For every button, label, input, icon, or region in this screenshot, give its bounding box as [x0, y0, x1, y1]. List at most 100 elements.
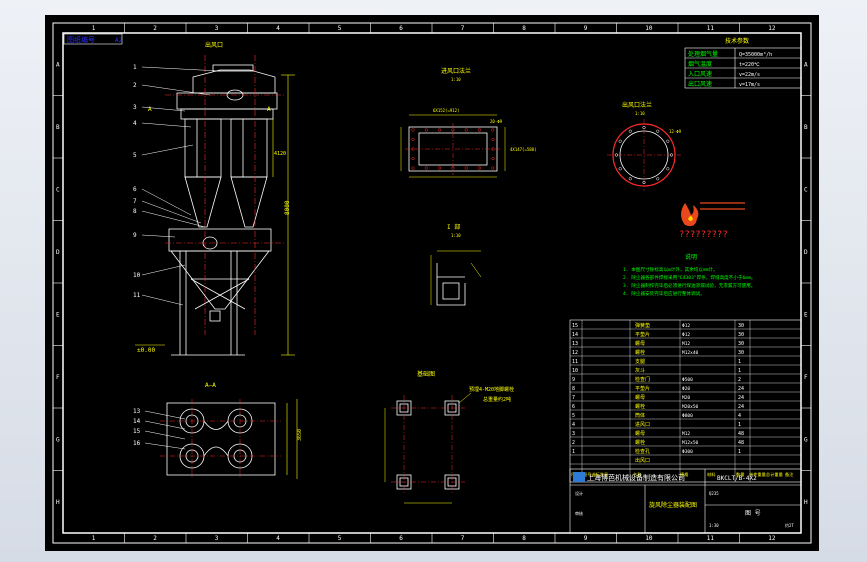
part-callout-leader [141, 210, 206, 228]
border-letter-right: F [804, 374, 808, 381]
title-scale: 1:30 [709, 523, 719, 528]
bom-qty: 1 [738, 422, 741, 428]
bom-name: 螺栓 [635, 439, 645, 446]
bolt-hole [438, 128, 442, 132]
part-callout-leader [141, 200, 202, 224]
note-line: 1. 本图尺寸除标高以m计外，其余均以mm计。 [623, 266, 718, 273]
bom-name: 进风口 [635, 421, 650, 428]
bom-index: 5 [572, 413, 575, 419]
cyclone-elevation [168, 64, 278, 356]
bolt-hole [618, 167, 622, 171]
bom-qty: 30 [738, 341, 744, 347]
title-tab [63, 33, 123, 45]
bom-index: 3 [572, 431, 575, 437]
border-letter-left: B [56, 124, 60, 131]
inner-frame [62, 32, 802, 534]
border-number-top: 10 [645, 25, 653, 32]
border-number-top: 11 [707, 25, 715, 32]
bolt-hole [491, 166, 495, 170]
bom-spec: M12x40 [682, 350, 699, 356]
border-letter-right: B [804, 124, 808, 131]
border-number-top: 6 [399, 25, 403, 32]
border-marks [53, 23, 811, 543]
bom-spec: Φ500 [682, 377, 693, 383]
bom-qty: 24 [738, 395, 744, 401]
tech-param-name: 入口风速 [688, 71, 712, 78]
part-callout-number: 10 [133, 272, 141, 279]
border-number-top: 12 [768, 25, 776, 32]
border-number-bottom: 3 [215, 535, 219, 542]
part-callout-leader [141, 122, 192, 128]
part-callout-leader [141, 144, 194, 156]
bom-spec: Φ20 [682, 386, 690, 392]
tech-param-name: 烟气温度 [688, 60, 712, 68]
bom-qty: 4 [738, 413, 741, 419]
bolt-hole [628, 129, 632, 133]
bom-header-cell: 名称 [633, 471, 641, 478]
detail-dims [430, 250, 482, 305]
tech-param-name: 处理烟气量 [688, 50, 718, 58]
bom-index: 8 [572, 386, 575, 392]
bom-index: 14 [572, 332, 578, 338]
tech-param-name: 出口风速 [688, 80, 712, 88]
bom-name: 检查门 [635, 376, 650, 383]
section-view [166, 402, 276, 476]
border-number-top: 7 [461, 25, 465, 32]
tech-param-value: v=17m/s [739, 82, 760, 88]
drawing-number: BKCLT/B-4X2 [717, 475, 757, 482]
section-callout-leader [144, 410, 186, 420]
plan-centerlines [391, 395, 465, 495]
bom-name: 检查孔 [635, 448, 650, 455]
bom-spec: Φ300 [682, 449, 693, 455]
bolt-hole [411, 166, 415, 170]
border-number-bottom: 11 [707, 535, 715, 542]
bolt-hole [656, 129, 660, 133]
company-logo-small [573, 472, 585, 482]
bolt-hole [411, 128, 415, 132]
tech-param-value: Q=35000m³/h [739, 52, 772, 58]
bolt-hole [666, 167, 670, 171]
bom-qty: 24 [738, 404, 744, 410]
part-callout-leader [141, 84, 211, 96]
border-letter-left: G [56, 436, 60, 443]
bom-index: 6 [572, 404, 575, 410]
bom-name: 螺栓 [635, 403, 645, 410]
title-weight: 约2T [785, 522, 794, 528]
border-number-top: 1 [92, 25, 96, 32]
tech-param-value: v=22m/s [739, 72, 760, 78]
bolt-hole [451, 166, 455, 170]
border-letter-left: E [56, 311, 60, 318]
notes-title: 说明 [685, 253, 697, 261]
bom-index: 13 [572, 341, 578, 347]
outlet-view-title: 出风口法兰 [622, 101, 652, 109]
bom-index: 9 [572, 377, 575, 383]
part-callout-leader [141, 234, 176, 238]
section-callout-number: 13 [133, 408, 141, 415]
height-dimension: 8000 [284, 200, 291, 215]
bolt-hole [424, 166, 428, 170]
note-line: 2. 除尘器各部件焊接采用"E4303"焊条，焊缝高度不小于6mm。 [623, 274, 755, 281]
tech-params-table [684, 47, 802, 89]
base-note-1: 预埋4-M20地脚螺栓 [469, 386, 514, 393]
part-callout-number: 8 [133, 208, 137, 215]
border-letter-left: C [56, 186, 60, 193]
part-callout-number: 6 [133, 186, 137, 193]
bom-qty: 1 [738, 449, 741, 455]
border-letter-right: D [804, 249, 808, 256]
bolt-hole [642, 180, 646, 185]
bom-name: 平垫片 [635, 385, 650, 392]
bom-qty: 48 [738, 440, 744, 446]
part-callout-number: 3 [133, 104, 137, 111]
border-number-top: 9 [584, 25, 588, 32]
border-number-bottom: 4 [276, 535, 280, 542]
inlet-bolt-holes [411, 128, 495, 170]
title-checker: 审核 [575, 510, 583, 516]
section-callout-number: 16 [133, 440, 141, 447]
bom-index: 11 [572, 359, 578, 365]
bolt-hole [464, 128, 468, 132]
bom-spec: M20 [682, 395, 690, 401]
inlet-centerlines [405, 123, 501, 175]
